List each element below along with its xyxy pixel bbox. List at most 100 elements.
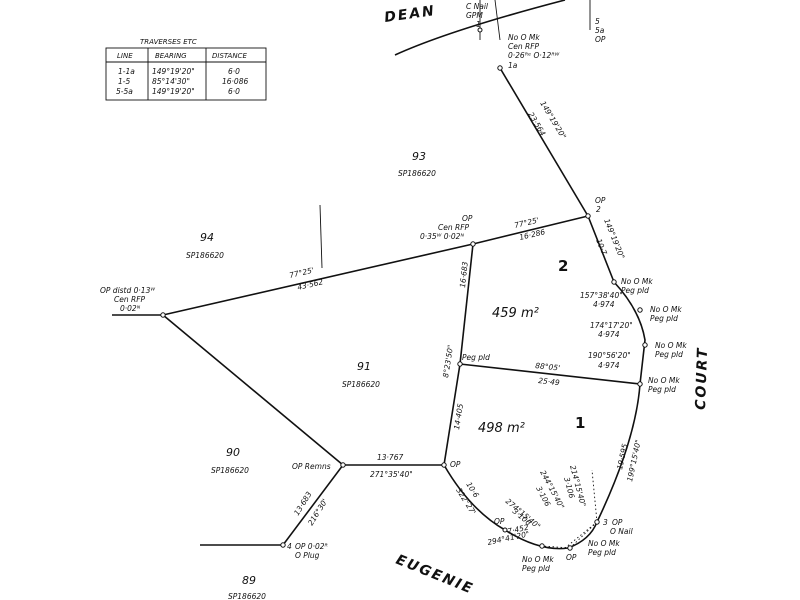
mark-op-plug <box>280 542 286 548</box>
mark-label: 0·26ᴿᵉ O·12ᴿᵂ <box>508 51 560 60</box>
mark-op-distd <box>160 312 166 318</box>
new-lot-area: 498 m² <box>478 421 525 436</box>
road-name-court: COURT <box>693 346 711 410</box>
dim-label: 14·405 <box>452 403 465 431</box>
boundary-lot1-west <box>443 363 461 466</box>
new-lot-number: 1 <box>575 414 585 432</box>
table-cell: 1-1a <box>118 67 135 76</box>
mark-label: OP <box>595 35 606 44</box>
mark-label: No O Mk <box>522 555 554 564</box>
table-cell: 6·0 <box>228 67 240 76</box>
lot-number: 94 <box>200 231 214 244</box>
new-lot-area: 459 m² <box>492 306 539 321</box>
dim-label: 174°17'20" <box>590 321 633 330</box>
mark-label: Peg pld <box>648 385 676 394</box>
road-name-dean: DEAN <box>383 3 436 26</box>
mark-cen-rfp <box>470 241 476 247</box>
lot-number: 91 <box>357 360 371 373</box>
new-lot-number: 2 <box>558 257 568 275</box>
boundary-lot94 <box>162 243 474 316</box>
dim-label: 88°05' <box>535 361 561 373</box>
mark-label: GPM <box>466 11 483 20</box>
mark-label: OP <box>595 196 606 205</box>
mark-op-mid <box>441 462 447 468</box>
dim-label: 4·974 <box>598 330 620 339</box>
mark-label: 0·02ᴺ <box>120 304 141 313</box>
boundary-lot91-west <box>162 314 344 466</box>
mark-label: Peg pld <box>650 314 678 323</box>
mark-label: Peg pld <box>588 548 616 557</box>
table-header-distance: DISTANCE <box>212 52 247 60</box>
dim-label: 10·7 <box>594 237 609 256</box>
mark-label: No O Mk <box>650 305 682 314</box>
boundary-top-lot2 <box>472 215 589 245</box>
mark-label: C Nail <box>466 2 489 11</box>
mark-label: Peg pld <box>621 286 649 295</box>
mark-label: 1 <box>476 20 481 29</box>
dean-road-boundary <box>394 0 566 56</box>
mark-peg-bottom-1 <box>567 545 573 551</box>
mark-peg-right-1 <box>611 279 617 285</box>
mark-label: 0·35ᵂ 0·02ᴺ <box>420 232 464 241</box>
dim-label: 13·683 <box>292 490 314 517</box>
mark-op-remns <box>340 462 346 468</box>
mark-label: No O Mk <box>588 539 620 548</box>
table-title: TRAVERSES ETC <box>140 38 197 46</box>
road-name-eugenie: EUGENIE <box>394 552 476 598</box>
mark-label: No O Mk <box>655 341 687 350</box>
mark-label: 4 <box>287 542 292 551</box>
mark-label: O Nail <box>610 527 634 536</box>
lot-number: 89 <box>242 574 256 587</box>
lot-plan: SP186620 <box>211 466 249 475</box>
mark-label: 1a <box>508 61 518 70</box>
mark-peg-right-3 <box>642 342 648 348</box>
table-cell: 149°19'20" <box>152 87 195 96</box>
mark-label: OP distd 0·13ᵂ <box>100 286 155 295</box>
mark-op-bottom <box>502 527 508 533</box>
boundary-lot1-east <box>596 383 641 523</box>
lot-number: 93 <box>412 150 426 163</box>
table-cell: 1-5 <box>118 77 130 86</box>
lot-plan: SP186620 <box>398 169 436 178</box>
dim-label: 77°25' <box>513 216 539 230</box>
mark-label: OP <box>612 518 623 527</box>
mark-label: Cen RFP <box>438 223 470 232</box>
dim-label: 16·683 <box>458 261 470 288</box>
table-cell: 85°14'30" <box>152 77 190 86</box>
mark-label: Cen RFP <box>114 295 146 304</box>
table-cell: 16·086 <box>222 77 248 86</box>
dim-label: 7·452 <box>507 523 530 536</box>
mark-label: 5 <box>595 17 600 26</box>
lot-number: 90 <box>226 446 240 459</box>
mark-label: No O Mk <box>648 376 680 385</box>
mark-label: Cen RFP <box>508 42 540 51</box>
mark-1a <box>497 65 503 71</box>
table-cell: 6·0 <box>228 87 240 96</box>
lot-plan: SP186620 <box>186 251 224 260</box>
dim-label: 4·974 <box>593 300 615 309</box>
mark-label: Peg pld <box>462 353 490 362</box>
mark-peg-right-2 <box>637 307 643 313</box>
survey-marks <box>160 27 648 551</box>
dim-label: 23·564 <box>526 110 547 137</box>
dim-label: 190°56'20" <box>588 351 631 360</box>
boundary-lines <box>112 0 646 550</box>
traverses-table: TRAVERSES ETC LINE BEARING DISTANCE 1-1a… <box>105 38 267 101</box>
table-header-bearing: BEARING <box>155 52 187 60</box>
lot-plan: SP186620 <box>228 592 266 600</box>
dim-label: 157°38'40" <box>580 291 623 300</box>
mark-label: No O Mk <box>621 277 653 286</box>
mark-label: OP <box>462 214 473 223</box>
mark-label: O Plug <box>295 551 320 560</box>
mark-c-nail <box>477 27 483 33</box>
mark-label: Peg pld <box>522 564 550 573</box>
boundary-lot2-west <box>459 243 474 365</box>
mark-label: Peg pld <box>655 350 683 359</box>
mark-peg-pld <box>457 361 463 367</box>
dim-label: 8°23'50" <box>441 344 455 378</box>
mark-label: 2 <box>596 205 601 214</box>
dim-label: 77°25' <box>288 266 314 280</box>
dim-label: 4·974 <box>598 361 620 370</box>
mark-peg-right-4 <box>637 381 643 387</box>
